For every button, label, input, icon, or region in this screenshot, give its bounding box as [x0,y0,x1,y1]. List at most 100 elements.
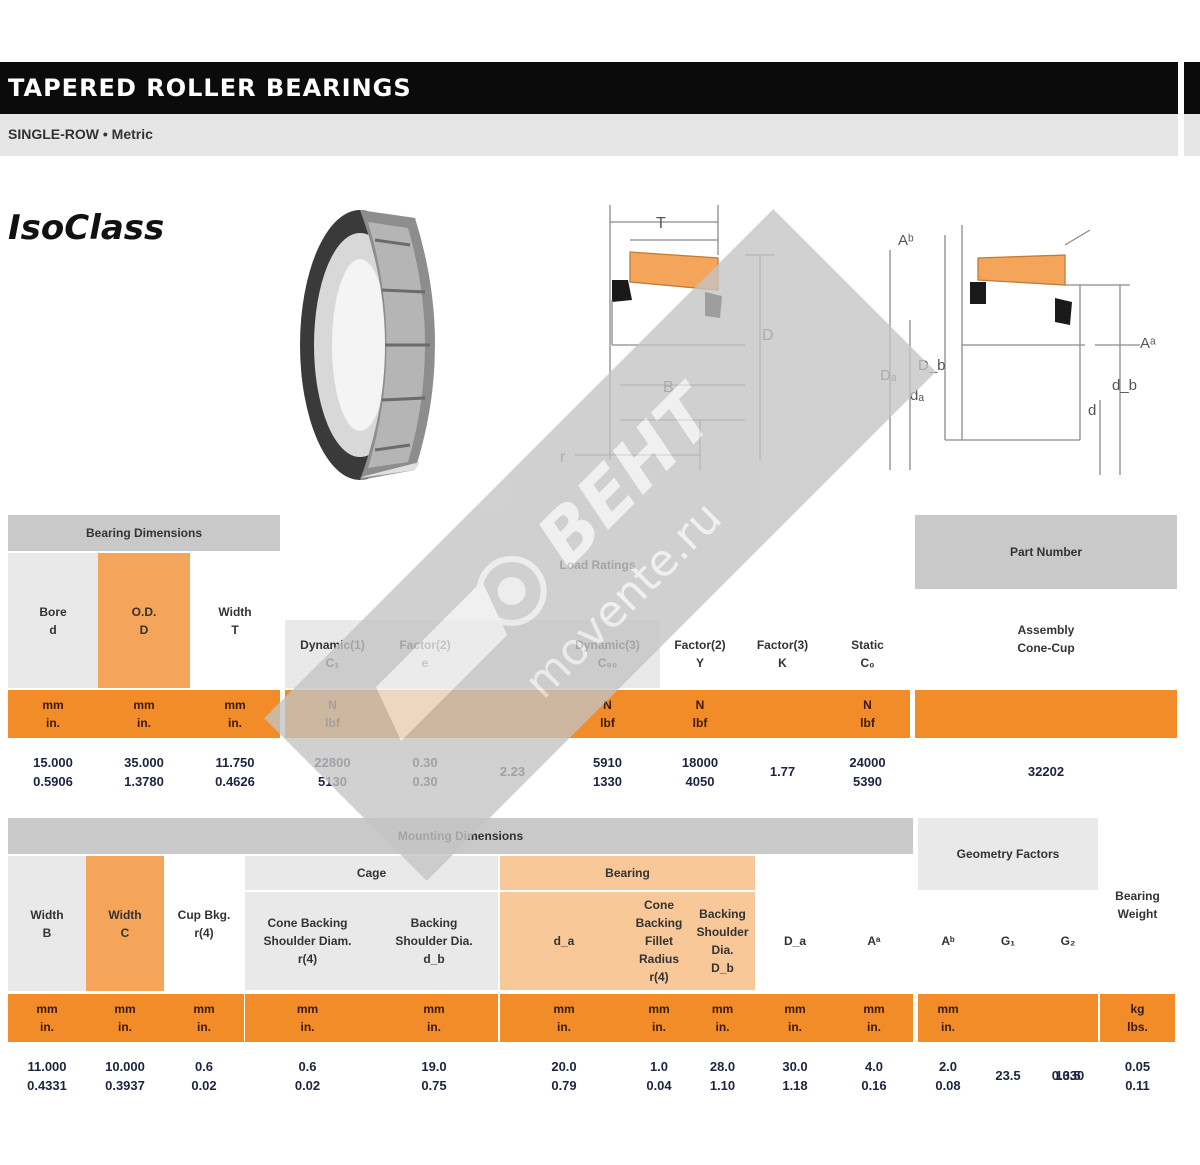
table1-cell-5: 2.23 [499,764,526,780]
table2-cell-13: 0.05 0.11 [1124,1058,1151,1094]
table2-cell-6: 1.0 0.04 [646,1058,672,1094]
table1-unit-10 [915,690,1177,738]
table2-unit-2: mm in. [164,994,244,1042]
group-mounting-dimensions: Mounting Dimensions [8,818,913,854]
table2-unit-9: mm in. [835,994,913,1042]
table2-unit-5: mm in. [500,994,628,1042]
table2-header-6: Cone Backing Fillet Radius r(4) [628,892,690,990]
table1-header-5 [470,620,555,688]
table1-cell-3: 22800 5130 [314,754,351,790]
table2-header-12: G₂ [1060,934,1076,948]
table2-cell-3: 0.6 0.02 [294,1058,321,1094]
brand-logo: IsoClass [8,208,165,248]
label-da: dₐ [910,387,924,404]
table1-header-3: Dynamic(1) C₁ [285,620,380,688]
table2-cell-8: 30.0 1.18 [782,1058,808,1094]
table2-header-2: Cup Bkg. r(4) [177,907,231,940]
table2-header-9: Aᵃ [867,934,881,948]
table2-header-5: d_a [500,892,628,990]
group-part-number: Part Number [915,515,1177,589]
table2-cell-1: 10.000 0.3937 [105,1058,145,1094]
label-B: B [663,379,674,396]
table1-unit-7: N lbf [660,690,740,738]
table2-header-8: D_a [783,934,806,948]
table1-cell-1: 35.000 1.3780 [124,754,164,790]
page-title: TAPERED ROLLER BEARINGS [8,74,412,102]
subtitle-bar-edge [1184,114,1200,156]
table1-cell-8: 1.77 [769,764,796,780]
table1-unit-3: N lbf [285,690,380,738]
table2-cell-12: 13.5 [1055,1068,1081,1084]
table1-cell-10: 32202 [1027,764,1065,780]
table2-header-7: Backing Shoulder Dia. D_b [690,892,755,990]
table1-cell-6: 5910 1330 [593,754,622,790]
table1-unit-0: mm in. [8,690,98,738]
group-cage: Cage [245,856,498,890]
table1-cell-2: 11.750 0.4626 [215,754,255,790]
subtitle-bar: SINGLE-ROW • Metric [0,114,1178,156]
bearing-image [300,210,435,480]
table2-cell-9: 4.0 0.16 [861,1058,887,1094]
table1-header-1: O.D. D [98,553,190,688]
table2-cell-4: 19.0 0.75 [421,1058,447,1094]
table1-header-9: Static C₀ [851,638,884,670]
label-D: D [762,327,774,344]
table1-header-4: Factor(2) e [380,620,470,688]
table1-header-6: Dynamic(3) C₉₀ [555,620,660,688]
table1-header-10: Assembly Cone-Cup [1017,623,1075,655]
label-Ab: Aᵇ [898,232,914,249]
table2-header-13: Bearing Weight [1115,889,1160,921]
table2-header-3: Cone Backing Shoulder Diam. r(4) [245,892,370,990]
table2-unit-3: mm in. [245,994,370,1042]
cross-section-drawing [575,205,775,470]
table2-unit-13: kg lbs. [1100,994,1175,1042]
group-bearing: Bearing [500,856,755,890]
table1-cell-4: 0.30 0.30 [412,754,438,790]
group-load-ratings: Load Ratings [559,558,636,572]
table2-cell-ca: 0.030 [1051,1068,1085,1084]
table2-unit-10: mm in. [918,994,978,1042]
label-Da: Dₐ [880,367,897,384]
table1-cell-0: 15.000 0.5906 [33,754,73,790]
table2-unit-8: mm in. [755,994,835,1042]
table1-header-2: Width T [218,604,252,637]
table2-unit-6: mm in. [628,994,690,1042]
table1-unit-8 [740,690,825,738]
label-Db: D_b [918,357,946,374]
table2-cell-5: 20.0 0.79 [551,1058,577,1094]
table1-header-7: Factor(2) Y [674,638,726,670]
table2-cell-11: 23.5 [995,1068,1021,1084]
table2-unit-4: mm in. [370,994,498,1042]
group-bearing-dimensions: Bearing Dimensions [8,515,280,551]
table2-cell-0: 11.000 0.4331 [27,1058,67,1094]
table2-unit-7: mm in. [690,994,755,1042]
table1-unit-4 [380,690,470,738]
page-subtitle: SINGLE-ROW • Metric [8,126,153,142]
table2-cell-10: 2.0 0.08 [935,1058,961,1094]
table1-header-0: Bore d [8,553,98,688]
table1-unit-5 [470,690,555,738]
table2-unit-12 [1038,994,1098,1042]
mounting-drawing [889,225,1140,475]
table1-header-8: Factor(3) K [756,638,809,670]
table2-cell-2: 0.6 0.02 [191,1058,217,1094]
label-r: r [560,449,566,466]
table2-unit-0: mm in. [8,994,86,1042]
title-bar: TAPERED ROLLER BEARINGS [0,62,1178,114]
label-d: d [1088,402,1096,419]
label-db: d_b [1112,377,1137,394]
title-bar-edge [1184,62,1200,114]
table2-unit-11 [978,994,1038,1042]
table2-cell-7: 28.0 1.10 [709,1058,736,1094]
group-geometry-factors: Geometry Factors [918,818,1098,890]
table2-header-1: Width C [86,856,164,991]
table1-unit-1: mm in. [98,690,190,738]
label-Aa: Aᵃ [1140,335,1156,352]
table1-unit-2: mm in. [190,690,280,738]
table1-cell-9: 24000 5390 [849,754,886,790]
table2-header-0: Width B [8,856,86,991]
table1-unit-9: N lbf [825,690,910,738]
table2-unit-1: mm in. [86,994,164,1042]
table2-header-10: Aᵇ [941,934,955,948]
label-T: T [656,215,666,232]
